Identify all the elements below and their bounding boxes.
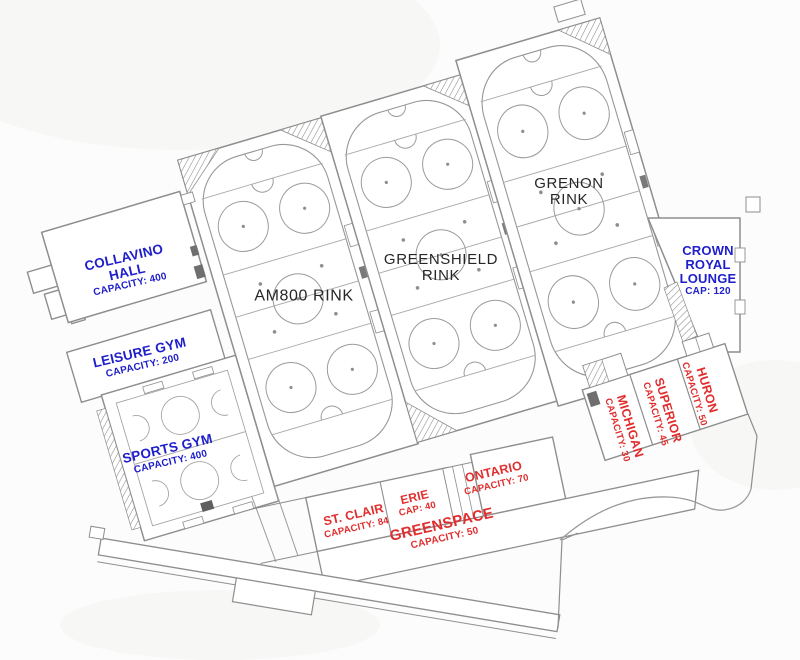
outer-promenade-band <box>88 525 579 640</box>
crown-royal-lounge-room <box>646 196 761 353</box>
sports-gym-room <box>96 354 280 542</box>
rink-grenon <box>455 0 703 407</box>
lower-rooms-band <box>248 436 700 601</box>
meeting-rooms-band <box>581 332 758 490</box>
rink-greenshield <box>320 72 562 444</box>
plaza-curve-edge <box>559 488 752 541</box>
scan-smudge <box>60 590 380 660</box>
collavino-hall-room <box>40 190 208 324</box>
rink-am800 <box>177 116 419 488</box>
